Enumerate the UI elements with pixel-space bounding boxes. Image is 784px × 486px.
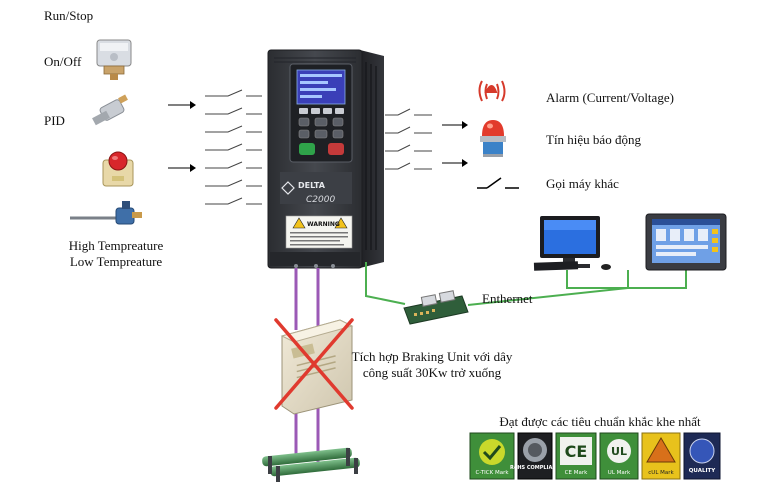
call-other-label: Gọi máy khác [546, 176, 619, 191]
power-lines [294, 268, 320, 462]
drive-brand-label: DELTA [298, 181, 326, 190]
run-stop-label: Run/Stop [44, 8, 94, 23]
output-contacts [385, 108, 432, 170]
alarm-sound-icon [478, 80, 506, 102]
input-contacts [205, 89, 262, 205]
cross-mark [274, 318, 354, 410]
ul-badge-label: UL Mark [608, 470, 631, 476]
svg-text:CE: CE [565, 442, 588, 461]
certification-badges: C-TICK Mark RoHS COMPLIANT CE CE Mark UL… [469, 432, 721, 480]
output-arrow-top [442, 121, 468, 129]
alarm-signal-label: Tín hiệu báo động [546, 132, 641, 147]
standards-title: Đạt được các tiêu chuẩn khắc khe nhất [499, 414, 701, 429]
rohs-badge-label: RoHS COMPLIANT [510, 465, 560, 471]
ethernet-label: Enthernet [482, 291, 533, 306]
input-arrow-top [168, 101, 196, 109]
warning-beacon-icon [480, 120, 506, 157]
braking-resistor-icon [262, 447, 360, 482]
temperature-high-label: High Tempreature [68, 238, 164, 253]
alarm-label: Alarm (Current/Voltage) [546, 90, 674, 105]
output-arrow-bottom [442, 159, 468, 167]
c-tick-badge-label: C-TICK Mark [475, 470, 509, 476]
cul-badge-label: cUL Mark [648, 470, 674, 476]
emergency-stop-icon [102, 151, 134, 187]
temperature-low-label: Low Tempreature [69, 254, 163, 269]
on-off-label: On/Off [44, 54, 82, 69]
quality-badge-label: QUALITY [689, 468, 717, 474]
pressure-transmitter-icon [92, 94, 128, 126]
drive-warning-label: WARNING [307, 221, 340, 228]
pid-label: PID [44, 113, 65, 128]
braking-unit-label-line2: công suất 30Kw trở xuống [362, 365, 502, 380]
ethernet-module-icon [403, 290, 469, 325]
drive-model-label: C2000 [306, 195, 335, 205]
pc-monitor-icon [533, 216, 611, 271]
input-arrow-bottom [168, 164, 196, 172]
ethernet-lines [365, 262, 687, 306]
temperature-probe-icon [70, 201, 142, 225]
ac-drive: DELTA C2000 WARNING [267, 49, 384, 269]
switch-symbol [477, 177, 519, 189]
hmi-panel-icon [645, 213, 727, 271]
svg-text:UL: UL [611, 445, 627, 458]
ce-badge-label: CE Mark [565, 470, 588, 476]
pressure-switch-icon [96, 39, 132, 80]
braking-unit-label-line1: Tích hợp Braking Unit với dây [351, 349, 513, 364]
